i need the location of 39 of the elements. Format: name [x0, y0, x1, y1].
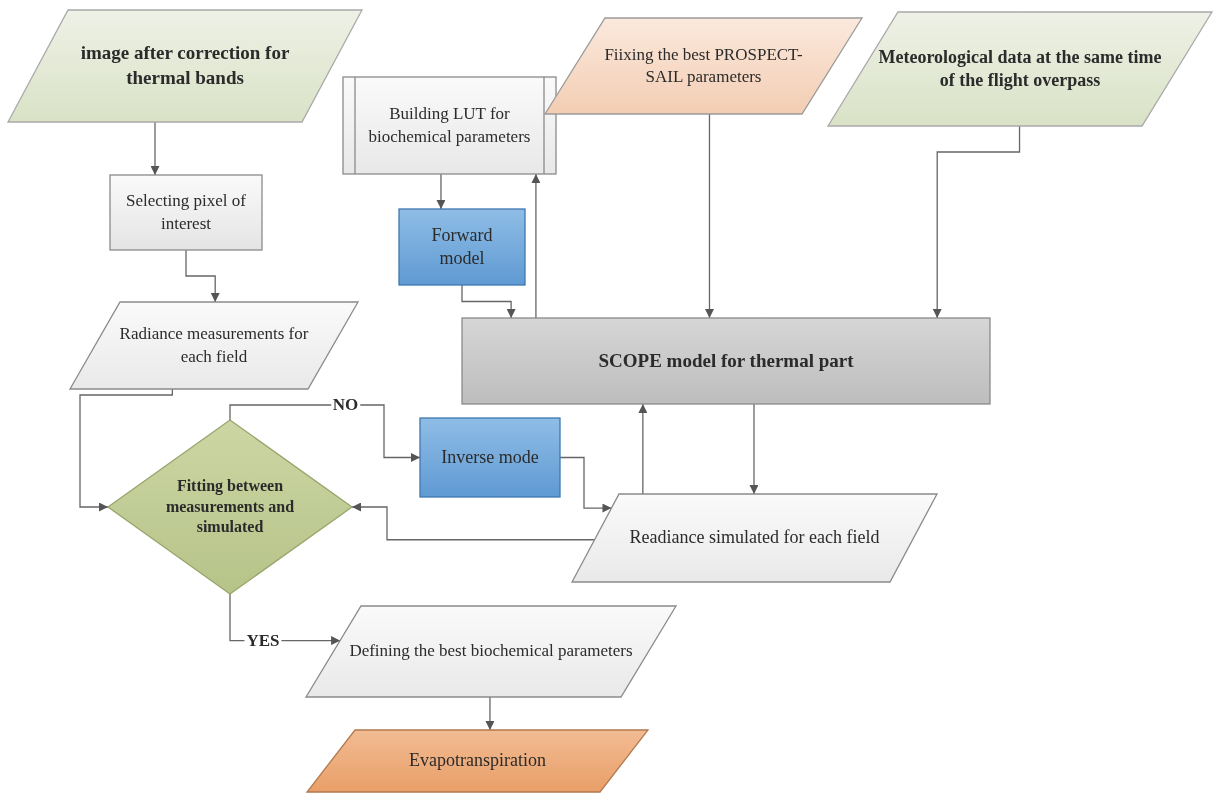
data-parallelogram: [828, 12, 1212, 126]
arrow: [485, 696, 495, 731]
node-label: Readiance simulated for each field: [629, 526, 880, 550]
data-parallelogram: [572, 494, 937, 582]
arrow: [638, 403, 648, 495]
arrow: [749, 403, 759, 495]
arrow: [185, 249, 220, 303]
node-label: image after correction for thermal bands: [79, 41, 291, 90]
data-parallelogram: [8, 10, 362, 122]
data-parallelogram: [306, 606, 676, 697]
arrow: [351, 502, 596, 541]
decision-diamond: [108, 420, 352, 594]
predefined-process-box: [343, 77, 556, 174]
arrow: [531, 173, 541, 319]
process-box: [462, 318, 990, 404]
node-label: SCOPE model for thermal part: [598, 348, 854, 373]
arrow: [705, 113, 714, 319]
node-label: Building LUT for biochemical parameters: [367, 103, 532, 148]
arrow: [79, 388, 173, 512]
arrow: [150, 121, 160, 176]
arrow: [436, 173, 446, 210]
data-parallelogram: [545, 18, 862, 114]
arrow: [461, 284, 516, 319]
process-box: [399, 209, 525, 285]
data-parallelogram: [70, 302, 358, 389]
node-label: Forward model: [430, 223, 494, 270]
process-box: [110, 175, 262, 250]
node-label: Meteorological data at the same time of the flight overpass: [878, 45, 1162, 92]
node-label: Fiixing the best PROSPECT-SAIL parameters: [603, 43, 804, 88]
data-parallelogram: [307, 730, 648, 792]
process-box: [420, 418, 560, 497]
node-label: Defining the best biochemical parameters: [349, 640, 633, 663]
node-label: Evapotranspiration: [409, 749, 546, 773]
arrow: [229, 404, 421, 462]
node-label: Selecting pixel of interest: [125, 190, 247, 235]
node-label: Radiance measurements for each field: [118, 323, 310, 368]
node-label: Inverse mode: [441, 445, 539, 469]
node-label: Fitting between measurements and simulated: [164, 475, 296, 538]
arrow: [932, 125, 1021, 319]
